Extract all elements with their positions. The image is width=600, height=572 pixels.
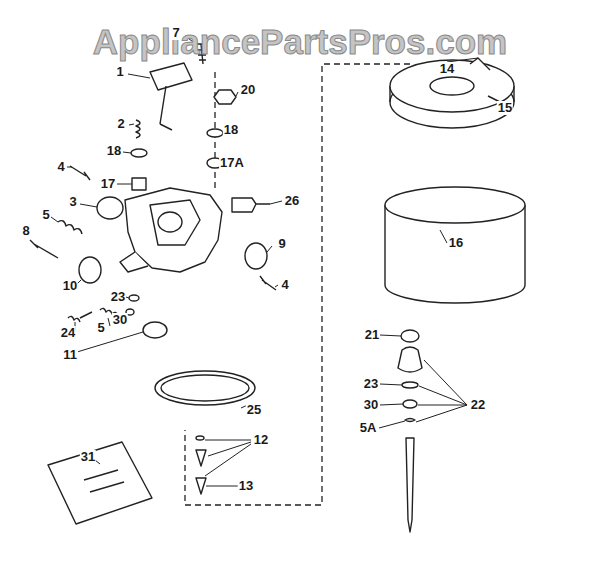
callout-number: 13 [238, 479, 254, 493]
callout-number: 23 [110, 290, 126, 304]
callout-number: 31 [80, 450, 96, 464]
callout-number: 5A [359, 421, 378, 435]
watermark: AppliancePartsPros.com [92, 22, 508, 62]
callout-number: 5 [96, 321, 105, 335]
callout-number: 22 [470, 398, 486, 412]
callout-number: 10 [62, 279, 78, 293]
callout-number: 2 [116, 117, 125, 131]
callout-number: 14 [439, 62, 455, 76]
callout-number: 5 [41, 208, 50, 222]
callout-number: 17A [219, 156, 245, 170]
callout-number: 30 [112, 313, 128, 327]
callout-number: 3 [68, 195, 77, 209]
callout-number: 4 [56, 160, 65, 174]
callout-number: 24 [60, 326, 76, 340]
callout-number: 11 [62, 348, 78, 362]
callout-number: 9 [277, 237, 286, 251]
callout-number: 18 [223, 123, 239, 137]
callout-number: 15 [497, 101, 513, 115]
callout-number: 1 [115, 65, 124, 79]
callout-number: 26 [284, 194, 300, 208]
callout-number: 30 [363, 398, 379, 412]
callout-number: 18 [106, 144, 122, 158]
callout-number: 17 [100, 177, 116, 191]
callout-number: 20 [240, 83, 256, 97]
callout-number: 4 [280, 278, 289, 292]
callout-number: 21 [364, 328, 380, 342]
callout-number: 7 [171, 26, 180, 40]
callout-number: 12 [253, 433, 269, 447]
callout-number: 8 [21, 224, 30, 238]
callout-number: 23 [363, 377, 379, 391]
callout-number: 25 [246, 403, 262, 417]
callout-number: 16 [448, 236, 464, 250]
